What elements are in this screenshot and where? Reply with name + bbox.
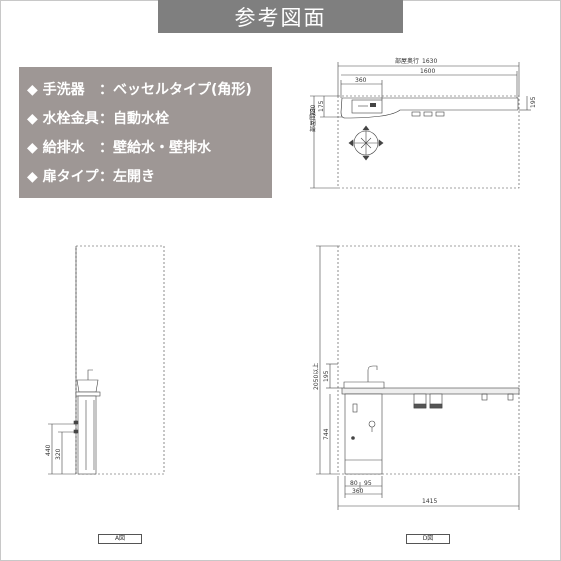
plan-paper-holder — [435, 111, 445, 117]
elev-d-sensor — [352, 403, 358, 413]
elev-d-dim-2050: 2050以上 — [312, 363, 320, 390]
elev-a-basin — [76, 379, 99, 393]
plan-dim-360: 360 — [355, 77, 367, 84]
elev-a-cabinet — [77, 395, 97, 475]
plan-paper-holder — [423, 111, 433, 117]
elev-d-paper-roll — [429, 403, 443, 409]
elev-d-room-outline — [337, 245, 520, 475]
elev-d-lock — [351, 436, 355, 440]
plan-arrow-down — [362, 155, 370, 161]
elev-a-supply — [73, 420, 79, 425]
elevation-a — [48, 245, 165, 475]
page-title: 参考図面 — [158, 0, 403, 33]
plan-arrow-right — [378, 139, 384, 147]
elev-d-counter — [341, 387, 520, 395]
plan-arrow-left — [348, 139, 354, 147]
plan-frontage-label: 部屋間口 — [309, 108, 317, 132]
plan-counter — [340, 97, 519, 119]
elev-d-paper-roll — [413, 403, 427, 409]
spec-value: 壁給水・壁排水 — [113, 140, 211, 156]
plan-frontage-value: 780 — [310, 104, 317, 116]
elev-d-basin — [343, 381, 385, 389]
spec-separator: ： — [99, 111, 113, 127]
elev-a-faucet — [87, 369, 93, 380]
spec-key: ◆ 扉タイプ — [27, 169, 99, 185]
plan-basin — [351, 99, 383, 114]
plan-depth-value: 1630 — [422, 58, 437, 65]
plan-cross — [360, 137, 372, 149]
spec-key: ◆ 水栓金具 — [27, 111, 99, 127]
elev-d-dim-1415: 1415 — [422, 498, 437, 505]
elevation-a-caption: A図 — [98, 534, 142, 544]
elev-a-drain — [73, 429, 79, 434]
spec-value: 左開き — [113, 169, 155, 185]
spec-value: 自動水栓 — [113, 111, 169, 127]
elev-d-accessory — [481, 393, 488, 401]
spec-key: ◆ 給排水 — [27, 140, 85, 156]
spec-value: ベッセルタイプ(角形) — [113, 82, 252, 98]
elev-d-dim-360: 360 — [352, 488, 364, 495]
elevation-d-caption: D図 — [406, 534, 450, 544]
elev-a-dim-320: 320 — [55, 448, 62, 460]
spec-separator: ： — [99, 82, 113, 98]
plan-dim-195: 195 — [530, 96, 537, 108]
spec-separator: ： — [99, 169, 113, 185]
elev-a-dim-440: 440 — [45, 444, 52, 456]
spec-row-faucet: ◆ 水栓金具：自動水栓 — [27, 108, 169, 128]
elev-a-counter — [75, 391, 101, 397]
elev-d-dim-195: 195 — [323, 370, 330, 382]
plan-view — [310, 62, 531, 189]
elev-d-dim-80: 80 — [350, 480, 358, 487]
elev-d-accessory — [507, 393, 514, 401]
spec-row-door: ◆ 扉タイプ：左開き — [27, 166, 155, 186]
plan-arrow-up — [362, 125, 370, 131]
elev-d-faucet — [367, 365, 378, 382]
plan-dim-1600: 1600 — [420, 68, 435, 75]
spec-row-plumbing: ◆ 給排水 ：壁給水・壁排水 — [27, 137, 211, 157]
spec-row-basin: ◆ 手洗器 ：ベッセルタイプ(角形) — [27, 79, 252, 99]
elev-d-dim-744: 744 — [323, 428, 330, 440]
plan-room-outline — [337, 95, 520, 189]
plan-depth-label: 部屋奥行 — [395, 57, 419, 65]
spec-key: ◆ 手洗器 — [27, 82, 85, 98]
plan-faucet — [370, 103, 376, 107]
plan-paper-holder — [411, 111, 421, 117]
elevation-d — [316, 245, 520, 510]
elev-d-cabinet — [344, 393, 383, 475]
plan-dim-175: 175 — [318, 100, 325, 112]
elev-d-dim-95: 95 — [364, 480, 372, 487]
spec-separator: ： — [99, 140, 113, 156]
spec-panel: ◆ 手洗器：ベッセルタイプ(角形) ◆ 水栓金具：自動水栓 ◆ 給排水：壁給水・… — [19, 67, 272, 198]
